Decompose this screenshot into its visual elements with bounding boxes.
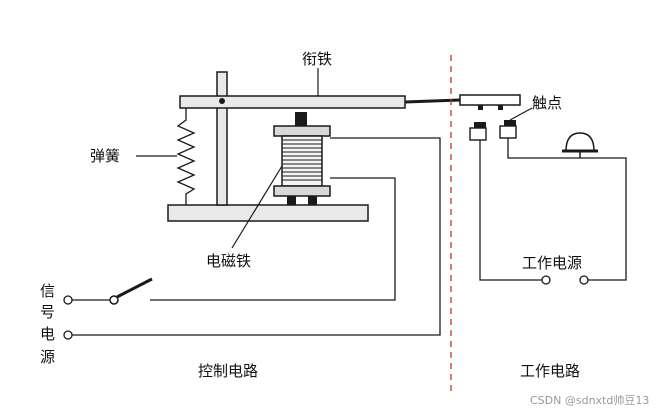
movable-contact-tip-right: [498, 105, 503, 110]
label-signal-3: 电: [40, 325, 55, 343]
label-signal-2: 号: [40, 303, 55, 321]
switch-pivot: [109, 295, 119, 305]
leader-contact: [509, 107, 533, 121]
coil-wire-right: [150, 177, 396, 301]
work-wire-left: [479, 140, 542, 281]
watermark: CSDN @sdnxtd帅豆13: [530, 394, 649, 407]
coil-wire-left: [72, 137, 441, 336]
label-signal-1: 信: [40, 282, 55, 300]
fixed-contact-right-tip: [504, 120, 516, 126]
leader-electromagnet: [231, 165, 283, 249]
label-electromagnet: 电磁铁: [206, 252, 251, 270]
label-work-power: 工作电源: [522, 254, 582, 272]
movable-contact-bar: [459, 94, 521, 106]
magnet-foot-right: [308, 196, 317, 205]
switch-lever: [116, 277, 153, 299]
label-armature: 衔铁: [302, 50, 332, 68]
armature-rod: [404, 98, 461, 104]
fixed-contact-right: [499, 125, 517, 139]
label-spring: 弹簧: [90, 147, 120, 165]
electromagnet: [273, 112, 331, 205]
armature-bar: [179, 95, 406, 109]
spring: [176, 108, 196, 205]
base-plate: [167, 204, 369, 222]
pivot-pin: [219, 98, 225, 104]
bell-icon: [562, 132, 598, 158]
magnet-foot-left: [287, 196, 296, 205]
label-signal-4: 源: [40, 348, 55, 366]
label-work-circuit: 工作电路: [520, 362, 580, 380]
magnet-bottom-flange: [273, 185, 331, 197]
work-power-terminal-right: [579, 275, 589, 285]
magnet-top-flange: [273, 125, 331, 137]
coil-windings: [282, 139, 322, 181]
fixed-contact-left: [469, 127, 487, 141]
support-post: [216, 71, 228, 206]
magnet-top-bolt: [295, 112, 307, 126]
label-contact: 触点: [532, 94, 562, 112]
signal-terminal-bottom: [63, 330, 73, 340]
work-wire-right: [507, 138, 627, 281]
label-control-circuit: 控制电路: [198, 362, 258, 380]
movable-contact-tip-left: [478, 105, 483, 110]
fixed-contact-left-tip: [474, 122, 486, 128]
switch-terminal-left: [63, 295, 73, 305]
work-power-terminal-left: [541, 275, 551, 285]
